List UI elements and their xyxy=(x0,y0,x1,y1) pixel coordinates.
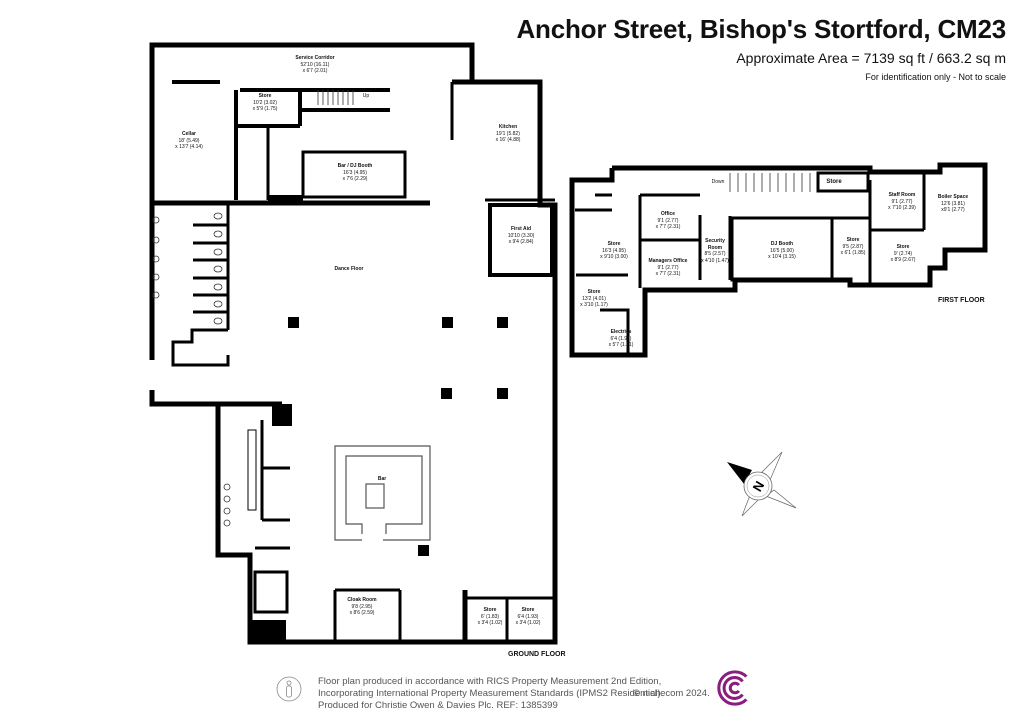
stairs-ground-floor xyxy=(317,90,354,105)
first-floor-label: FIRST FLOOR xyxy=(938,297,985,304)
room-label: Bar xyxy=(377,476,387,482)
stairs-label: Down xyxy=(711,179,725,185)
bar-island xyxy=(334,445,431,541)
stairs-label: Up xyxy=(362,93,370,99)
nichecom-logo-icon xyxy=(717,670,748,706)
copyright: © nichecom 2024. xyxy=(633,688,710,699)
room-label: Dance Floor xyxy=(334,266,364,272)
first-floor-outline xyxy=(569,162,988,358)
approximate-area: Approximate Area = 7139 sq ft / 663.2 sq… xyxy=(736,50,1006,66)
footer-text: Floor plan produced in accordance with R… xyxy=(318,676,664,711)
compass-north-icon: N xyxy=(727,451,797,517)
person-icon xyxy=(276,676,302,702)
ground-floor-label: GROUND FLOOR xyxy=(508,651,566,658)
page-title: Anchor Street, Bishop's Stortford, CM23 xyxy=(516,14,1006,44)
room-label: Store xyxy=(826,179,842,185)
stairs-first-floor xyxy=(729,173,811,192)
disclaimer-note: For identification only - Not to scale xyxy=(865,72,1006,82)
